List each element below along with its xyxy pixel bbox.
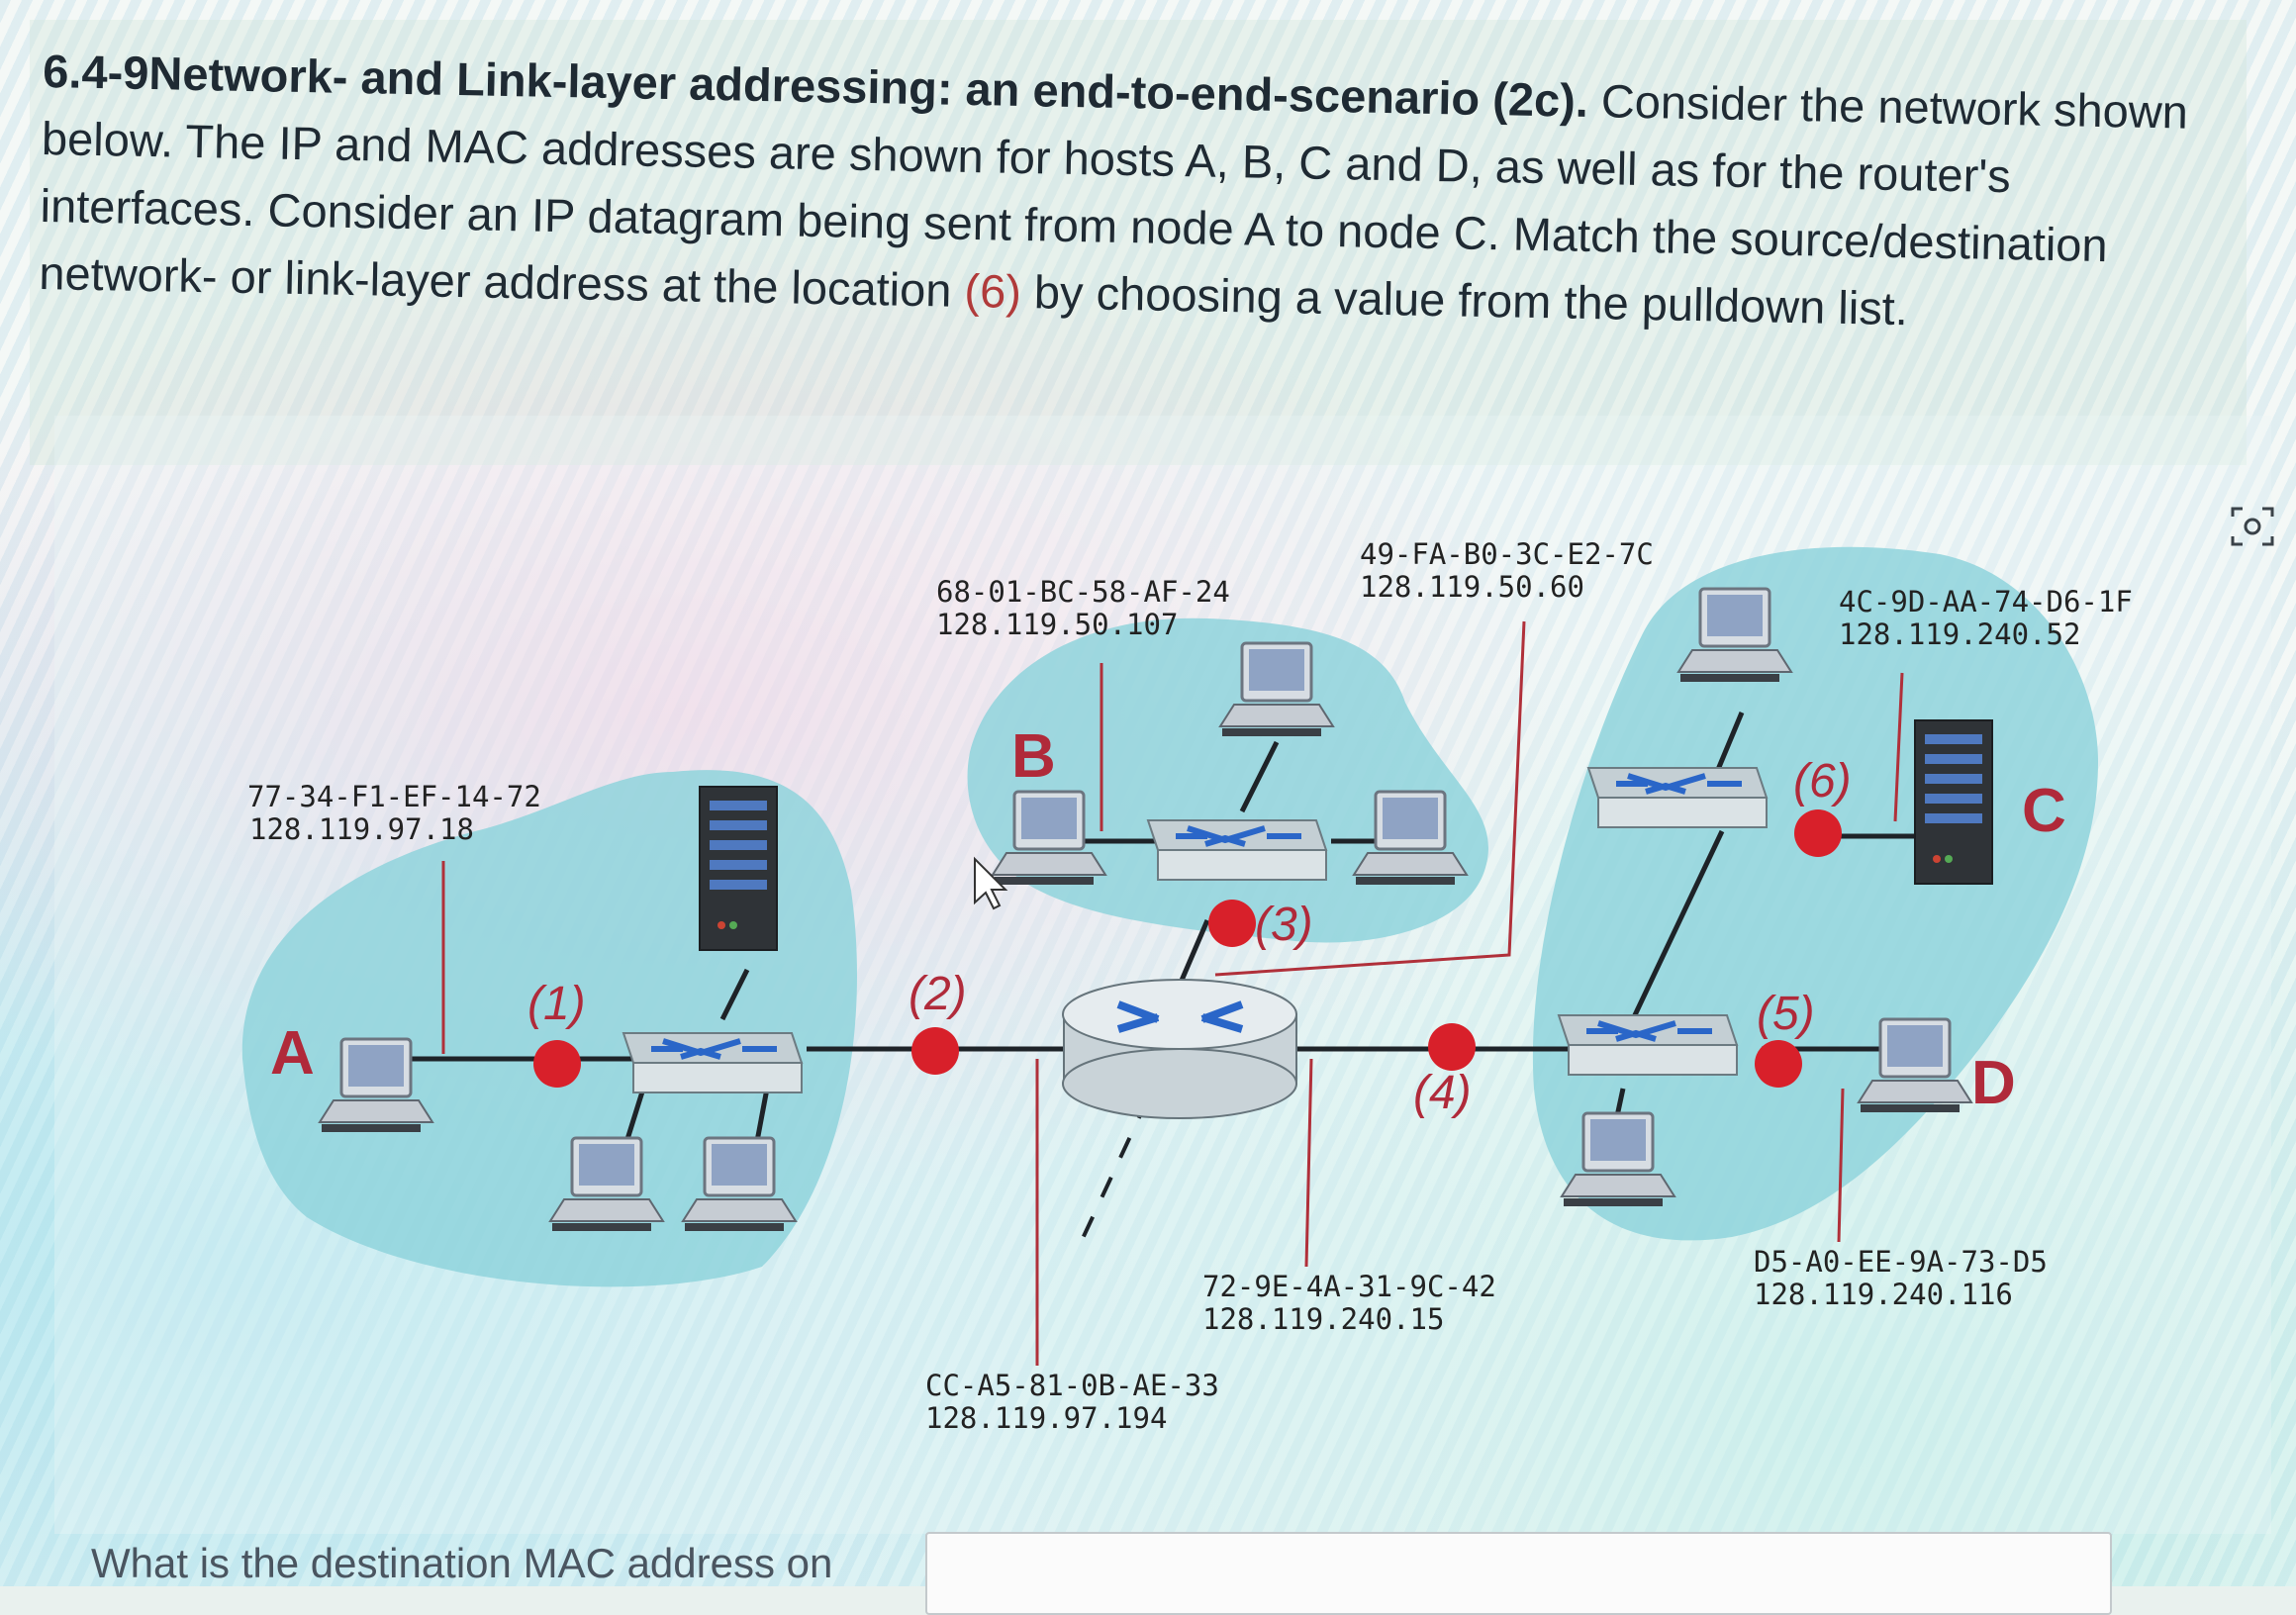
location-marker-1 xyxy=(533,1040,581,1088)
router-if-240-ip: 128.119.240.15 xyxy=(1202,1302,1444,1336)
router-if-240-mac: 72-9E-4A-31-9C-42 xyxy=(1202,1270,1496,1303)
host-c-mac: 4C-9D-AA-74-D6-1F xyxy=(1839,585,2133,618)
location-marker-6 xyxy=(1794,809,1842,857)
location-marker-5 xyxy=(1755,1040,1802,1088)
location-markers xyxy=(533,809,1842,1088)
router-if-97-mac: CC-A5-81-0B-AE-33 xyxy=(925,1369,1219,1402)
host-c-server-icon xyxy=(1914,719,1993,885)
router-icon xyxy=(1062,979,1297,1119)
host-d-mac: D5-A0-EE-9A-73-D5 xyxy=(1754,1245,2048,1279)
switch-right-lower-icon xyxy=(1559,1015,1737,1075)
followup-question: What is the destination MAC address on xyxy=(91,1540,833,1586)
location-marker-4 xyxy=(1428,1023,1476,1071)
host-a-ip: 128.119.97.18 xyxy=(249,812,474,846)
location-label-5: (5) xyxy=(1757,988,1815,1040)
address-pointers xyxy=(441,620,1904,1366)
host-c-ip: 128.119.240.52 xyxy=(1839,618,2080,651)
router-if-50-mac: 49-FA-B0-3C-E2-7C xyxy=(1360,537,1654,571)
host-d-label: D xyxy=(1971,1049,2016,1117)
question-header-panel xyxy=(30,20,2247,465)
host-c-label: C xyxy=(2022,777,2066,845)
host-b-mac: 68-01-BC-58-AF-24 xyxy=(936,575,1230,609)
host-d-ip: 128.119.240.116 xyxy=(1754,1278,2013,1311)
host-b-label: B xyxy=(1011,722,1056,791)
location-marker-3 xyxy=(1208,900,1256,947)
mouse-cursor-icon xyxy=(974,856,1008,910)
location-label-4: (4) xyxy=(1413,1067,1472,1119)
location-label-6: (6) xyxy=(1793,755,1852,808)
answer-dropdown[interactable] xyxy=(925,1532,2112,1615)
location-label-3: (3) xyxy=(1255,899,1313,951)
switch-right-upper-icon xyxy=(1588,768,1767,827)
switch-middle-icon xyxy=(1148,820,1326,880)
location-label-2: (2) xyxy=(909,968,967,1020)
location-label-1: (1) xyxy=(527,978,586,1030)
router-if-97-ip: 128.119.97.194 xyxy=(925,1401,1167,1435)
location-marker-2 xyxy=(911,1027,959,1075)
switch-left-icon xyxy=(623,1033,802,1092)
server-icon xyxy=(699,786,778,951)
screenshot-icon[interactable] xyxy=(2229,503,2276,550)
host-a-label: A xyxy=(270,1019,315,1088)
host-b-ip: 128.119.50.107 xyxy=(936,608,1178,641)
router-dashed-link xyxy=(1077,1097,1150,1248)
router-if-50-ip: 128.119.50.60 xyxy=(1360,570,1584,604)
host-a-mac: 77-34-F1-EF-14-72 xyxy=(247,780,541,813)
